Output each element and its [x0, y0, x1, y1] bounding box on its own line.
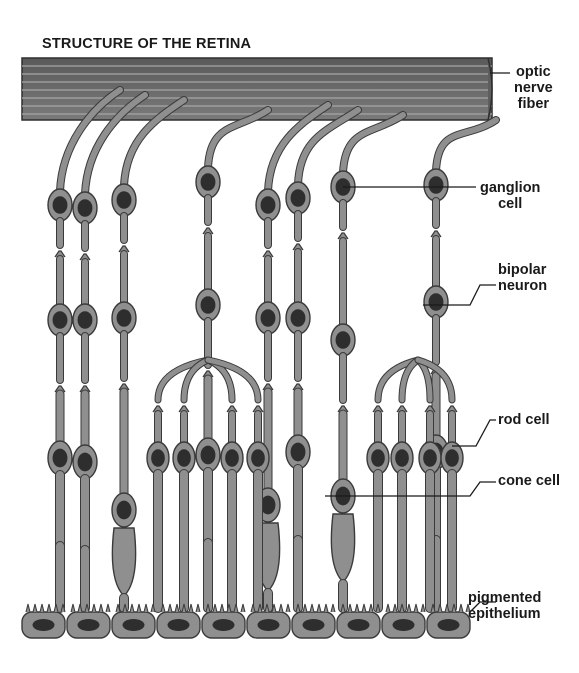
- epithelium-villus: [355, 604, 359, 612]
- rod-cell-body-nucleus: [423, 449, 437, 467]
- epithelium-villus: [175, 604, 179, 612]
- label-line: ganglion: [480, 180, 540, 196]
- epithelium-villus: [189, 604, 193, 612]
- epithelium-villus: [459, 604, 463, 612]
- ganglion-cell-nucleus: [261, 196, 276, 214]
- rod-cell-body-nucleus: [78, 453, 93, 472]
- label-rod-cell: rod cell: [498, 412, 550, 428]
- bipolar-neuron-nucleus: [117, 309, 132, 327]
- label-line: cone cell: [498, 473, 560, 489]
- bipolar-neuron-nucleus: [78, 311, 93, 329]
- epithelium-nucleus: [168, 619, 190, 631]
- rod-cell-body-nucleus: [371, 449, 385, 467]
- epithelium-nucleus: [393, 619, 415, 631]
- rod-cell-body-nucleus: [53, 449, 68, 468]
- rod-cell-body-nucleus: [151, 449, 165, 467]
- epithelium-villus: [196, 604, 200, 612]
- label-line: pigmented: [468, 590, 541, 606]
- label-line: cell: [480, 196, 540, 212]
- epithelium-villus: [407, 604, 411, 612]
- epithelium-villus: [369, 604, 373, 612]
- bipolar-neuron-nucleus: [429, 293, 444, 311]
- rod-cell-body-nucleus: [201, 446, 216, 465]
- epithelium-villus: [303, 604, 307, 612]
- ganglion-cell-nucleus: [291, 189, 306, 207]
- epithelium-villus: [279, 604, 283, 612]
- rod-cell-body-nucleus: [395, 449, 409, 467]
- epithelium-nucleus: [258, 619, 280, 631]
- rod-cell-body-nucleus: [445, 449, 459, 467]
- epithelium-villus: [386, 604, 390, 612]
- epithelium-nucleus: [78, 619, 100, 631]
- epithelium-villus: [362, 604, 366, 612]
- epithelium-villus: [106, 604, 110, 612]
- rod-cell-body-nucleus: [251, 449, 265, 467]
- label-line: neuron: [498, 278, 547, 294]
- epithelium-villus: [331, 604, 335, 612]
- epithelium-villus: [213, 604, 217, 612]
- label-line: fiber: [514, 96, 553, 112]
- epithelium-nucleus: [33, 619, 55, 631]
- epithelium-villus: [286, 604, 290, 612]
- label-ganglion-cell: ganglion cell: [480, 180, 540, 212]
- epithelium-villus: [220, 604, 224, 612]
- epithelium-villus: [99, 604, 103, 612]
- cone-outer-segment: [112, 528, 135, 596]
- epithelium-villus: [144, 604, 148, 612]
- label-bipolar-neuron: bipolar neuron: [498, 262, 547, 294]
- epithelium-nucleus: [123, 619, 145, 631]
- ganglion-cell-nucleus: [429, 176, 444, 194]
- epithelium-villus: [324, 604, 328, 612]
- epithelium-villus: [310, 604, 314, 612]
- epithelium-villus: [241, 604, 245, 612]
- bipolar-neuron-nucleus: [201, 296, 216, 314]
- ganglion-axon: [436, 120, 496, 171]
- epithelium-nucleus: [348, 619, 370, 631]
- cone-outer-segment: [331, 514, 354, 582]
- label-line: bipolar: [498, 262, 547, 278]
- epithelium-villus: [71, 604, 75, 612]
- epithelium-villus: [33, 604, 37, 612]
- label-line: rod cell: [498, 412, 550, 428]
- rod-cell-body-nucleus: [177, 449, 191, 467]
- label-pigmented-epithelium: pigmented epithelium: [468, 590, 541, 622]
- rod-cell-body-nucleus: [225, 449, 239, 467]
- label-line: optic: [514, 64, 553, 80]
- ganglion-cell-nucleus: [53, 196, 68, 214]
- epithelium-villus: [317, 604, 321, 612]
- leader-rod: [452, 420, 496, 446]
- label-line: epithelium: [468, 606, 541, 622]
- ganglion-cell-nucleus: [78, 199, 93, 217]
- epithelium-villus: [92, 604, 96, 612]
- epithelium-villus: [168, 604, 172, 612]
- epithelium-villus: [47, 604, 51, 612]
- epithelium-nucleus: [438, 619, 460, 631]
- bipolar-neuron-nucleus: [53, 311, 68, 329]
- retina-cell-columns: [48, 90, 496, 608]
- epithelium-villus: [421, 604, 425, 612]
- label-line: nerve: [514, 80, 553, 96]
- bipolar-neuron-nucleus: [261, 309, 276, 327]
- epithelium-villus: [137, 604, 141, 612]
- diagram-title: STRUCTURE OF THE RETINA: [42, 36, 251, 52]
- epithelium-villus: [393, 604, 397, 612]
- epithelium-nucleus: [303, 619, 325, 631]
- epithelium-villus: [26, 604, 30, 612]
- epithelium-villus: [130, 604, 134, 612]
- epithelium-villus: [414, 604, 418, 612]
- label-cone-cell: cone cell: [498, 473, 560, 489]
- epithelium-villus: [40, 604, 44, 612]
- bipolar-neuron-nucleus: [291, 309, 306, 327]
- cone-cell-body-nucleus: [117, 501, 132, 520]
- ganglion-cell-nucleus: [201, 173, 216, 191]
- label-optic-nerve-fiber: optic nerve fiber: [514, 64, 553, 112]
- epithelium-nucleus: [213, 619, 235, 631]
- rod-cell-body-nucleus: [291, 443, 306, 462]
- epithelium-villus: [348, 604, 352, 612]
- ganglion-cell-nucleus: [117, 191, 132, 209]
- bipolar-neuron-nucleus: [336, 331, 351, 349]
